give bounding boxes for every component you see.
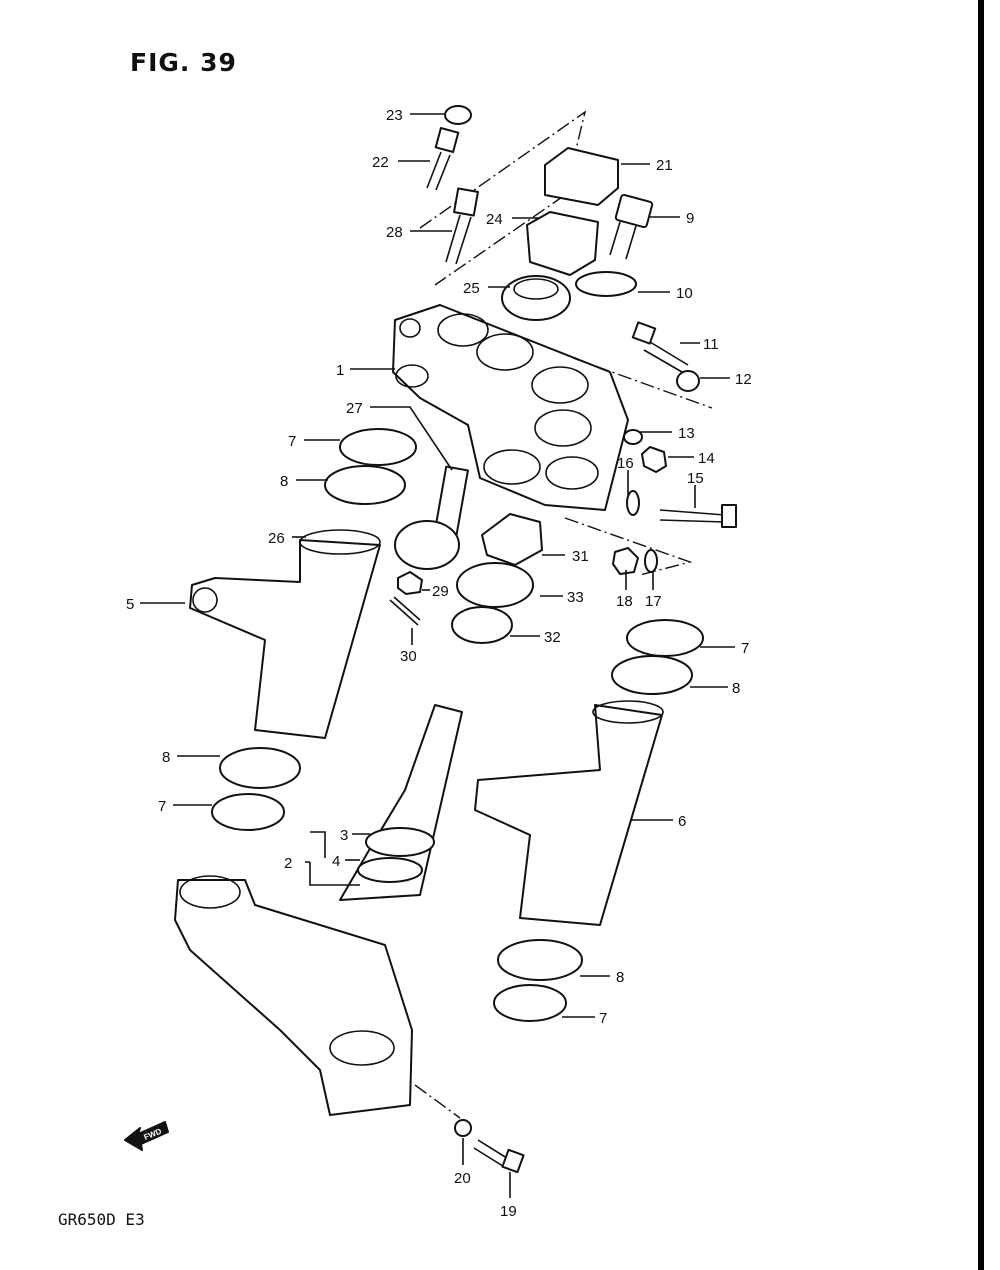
- part-11-bolt: [631, 321, 689, 373]
- part-29-nut: [397, 571, 423, 595]
- part-15-pinch-bolt: [659, 504, 737, 528]
- part-8-ring-lower-left: [219, 747, 301, 789]
- callout-3: 3: [340, 827, 348, 844]
- part-7-ring-upper-left: [339, 428, 417, 466]
- part-16-washer: [626, 490, 640, 516]
- callout-12: 12: [735, 371, 752, 388]
- callout-33: 33: [567, 589, 584, 606]
- callout-1: 1: [336, 362, 344, 379]
- callout-17: 17: [645, 593, 662, 610]
- part-8-ring-upper-left: [324, 465, 406, 505]
- callout-19: 19: [500, 1203, 517, 1220]
- callout-10: 10: [676, 285, 693, 302]
- part-19-bolt: [473, 1139, 525, 1174]
- part-24-lower-holder: [526, 211, 599, 276]
- callout-13: 13: [678, 425, 695, 442]
- callout-29: 29: [432, 583, 449, 600]
- part-4-race: [357, 857, 423, 883]
- part-31-nut: [481, 513, 543, 566]
- scan-edge-margin: [984, 0, 1000, 1270]
- callout-9: 9: [686, 210, 694, 227]
- callout-30: 30: [400, 648, 417, 665]
- callout-20: 20: [454, 1170, 471, 1187]
- fwd-arrow-icon: FWD: [124, 1121, 169, 1151]
- part-23-cap: [444, 105, 472, 125]
- part-28-bolt: [445, 187, 479, 265]
- group-outline-pinch-bolt: [572, 357, 713, 409]
- callout-4: 4: [332, 853, 340, 870]
- part-3-bearing: [365, 827, 435, 857]
- model-code: GR650D E3: [58, 1210, 145, 1229]
- part-7-ring-lower-left: [211, 793, 285, 831]
- part-30-cotter-pin: [389, 596, 421, 626]
- part-32-race: [451, 606, 513, 644]
- callout-25: 25: [463, 280, 480, 297]
- callout-8-a: 8: [280, 473, 288, 490]
- callout-18: 18: [616, 593, 633, 610]
- callout-7-a: 7: [288, 433, 296, 450]
- part-9-bolt: [609, 193, 654, 260]
- callout-21: 21: [656, 157, 673, 174]
- part-26-stem-nut: [394, 520, 460, 570]
- figure-title: FIG. 39: [130, 48, 237, 77]
- callout-8-d: 8: [616, 969, 624, 986]
- callout-22: 22: [372, 154, 389, 171]
- callout-32: 32: [544, 629, 561, 646]
- part-12-washer: [676, 370, 700, 392]
- callout-7-b: 7: [741, 640, 749, 657]
- callout-26: 26: [268, 530, 285, 547]
- callout-15: 15: [687, 470, 704, 487]
- callout-7-c: 7: [158, 798, 166, 815]
- callout-24: 24: [486, 211, 503, 228]
- callout-11: 11: [703, 336, 719, 353]
- part-18-nut: [612, 547, 639, 575]
- part-25-damper: [501, 275, 571, 321]
- leader-lines: [140, 113, 735, 1198]
- part-6-right-fork-cover: [474, 704, 663, 926]
- part-14-cap-nut: [641, 446, 667, 473]
- callout-6: 6: [678, 813, 686, 830]
- lower-bracket: [174, 879, 413, 1116]
- part-20-washer: [454, 1119, 472, 1137]
- part-13-lock-washer: [623, 429, 643, 445]
- part-1-upper-bracket: [392, 304, 629, 511]
- callout-7-d: 7: [599, 1010, 607, 1027]
- part-8-ring-lower-right: [497, 939, 583, 981]
- part-17-washer: [644, 549, 658, 573]
- part-7-ring-lower-right: [493, 984, 567, 1022]
- callout-23: 23: [386, 107, 403, 124]
- callout-8-c: 8: [162, 749, 170, 766]
- callout-27: 27: [346, 400, 363, 417]
- part-21-upper-holder: [544, 147, 619, 206]
- callout-14: 14: [698, 450, 715, 467]
- part-22-bolt: [426, 127, 460, 191]
- callout-5: 5: [126, 596, 134, 613]
- callout-8-b: 8: [732, 680, 740, 697]
- part-10-washer: [575, 271, 637, 297]
- part-33-bearing: [456, 562, 534, 608]
- callout-16: 16: [617, 455, 634, 472]
- callout-28: 28: [386, 224, 403, 241]
- part-8-ring-upper-right: [611, 655, 693, 695]
- callout-2: 2: [284, 855, 292, 872]
- part-5-left-fork-cover: [189, 539, 381, 739]
- callout-31: 31: [572, 548, 589, 565]
- steering-stem: [339, 704, 463, 901]
- part-7-ring-upper-right: [626, 619, 704, 657]
